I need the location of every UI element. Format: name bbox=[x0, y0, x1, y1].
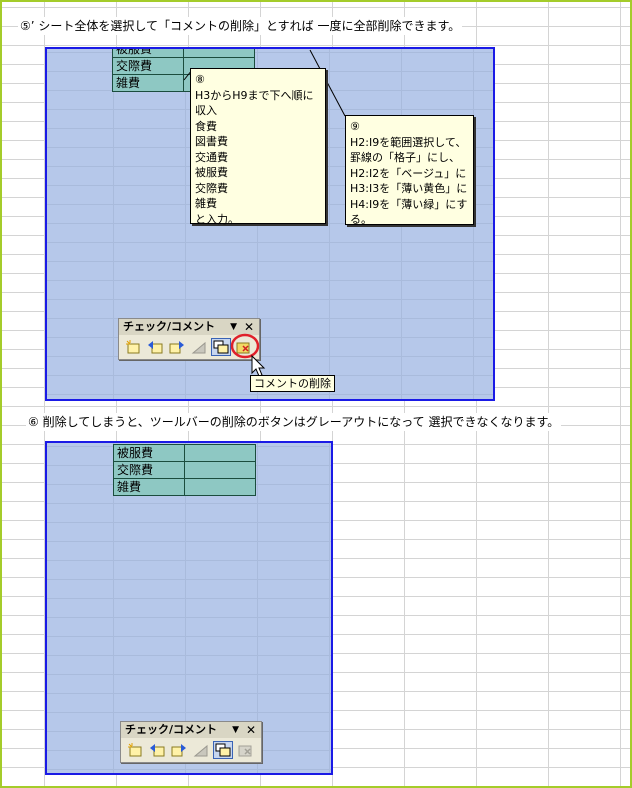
cell-label[interactable]: 交際費 bbox=[113, 461, 185, 479]
cell-label[interactable]: 雑費 bbox=[113, 478, 185, 496]
show-all-comments-icon bbox=[213, 340, 229, 354]
toolbar-title: チェック/コメント bbox=[123, 320, 216, 333]
delete-comment-icon bbox=[238, 745, 252, 757]
comment-line: 交際費 bbox=[195, 181, 228, 195]
comment-line: る。 bbox=[350, 213, 372, 226]
cell-label[interactable]: 被服費 bbox=[112, 49, 184, 58]
comment-box-a[interactable]: ⑧ H3からH9まで下へ順に 収入 食費 図書費 交通費 被服費 交際費 雑費 … bbox=[190, 68, 326, 226]
show-all-comments-button[interactable] bbox=[211, 338, 231, 356]
step6-comment-toolbar[interactable]: チェック/コメント ▼ ✕ bbox=[120, 721, 262, 763]
comment-line: ⑨ bbox=[350, 120, 360, 133]
toolbar-buttons bbox=[119, 335, 259, 359]
delete-comment-tooltip: コメントの削除 bbox=[250, 375, 335, 392]
table-row: 被服費 bbox=[112, 49, 255, 58]
table-row: 雑費 bbox=[113, 478, 256, 496]
toolbar-titlebar[interactable]: チェック/コメント ▼ ✕ bbox=[121, 722, 261, 738]
show-hide-comment-button bbox=[191, 741, 211, 759]
show-all-comments-icon bbox=[215, 743, 231, 757]
cell-label[interactable]: 被服費 bbox=[113, 444, 185, 462]
comment-line: H2:I9を範囲選択して、 bbox=[350, 135, 467, 149]
delete-comment-button-disabled bbox=[235, 741, 255, 759]
table-row: 交際費 bbox=[113, 461, 256, 479]
previous-comment-button[interactable] bbox=[145, 338, 165, 356]
previous-comment-button[interactable] bbox=[147, 741, 167, 759]
cell-value[interactable] bbox=[183, 49, 255, 58]
comment-line: H3からH9まで下へ順に bbox=[195, 88, 314, 102]
toolbar-title: チェック/コメント bbox=[125, 723, 218, 736]
delete-comment-button[interactable] bbox=[233, 338, 253, 356]
next-comment-button[interactable] bbox=[169, 741, 189, 759]
cell-value[interactable] bbox=[184, 461, 256, 479]
step6-selected-sheet[interactable]: 被服費 交際費 雑費 bbox=[45, 441, 333, 775]
toolbar-buttons bbox=[121, 738, 261, 762]
delete-comment-icon bbox=[236, 342, 250, 354]
cell-value[interactable] bbox=[184, 444, 256, 462]
previous-comment-icon bbox=[150, 744, 165, 757]
comment-line: ⑧ bbox=[195, 73, 205, 86]
comment-line: 被服費 bbox=[195, 166, 228, 179]
next-comment-icon bbox=[169, 341, 184, 354]
comment-line: 雑費 bbox=[195, 197, 217, 210]
comment-line: 罫線の「格子」にし、 bbox=[350, 151, 460, 164]
new-comment-icon bbox=[126, 340, 140, 354]
show-hide-comment-icon bbox=[191, 341, 206, 354]
chevron-down-icon[interactable]: ▼ bbox=[230, 322, 237, 332]
show-hide-comment-icon bbox=[193, 744, 208, 757]
comment-line: 収入 bbox=[195, 104, 217, 117]
next-comment-button[interactable] bbox=[167, 338, 187, 356]
chevron-down-icon[interactable]: ▼ bbox=[232, 725, 239, 735]
show-all-comments-button[interactable] bbox=[213, 741, 233, 759]
comment-line: H3:I3を「薄い黄色」に bbox=[350, 182, 468, 195]
cell-label[interactable]: 雑費 bbox=[112, 74, 184, 92]
step5-comment-toolbar[interactable]: チェック/コメント ▼ ✕ bbox=[118, 318, 260, 360]
toolbar-titlebar[interactable]: チェック/コメント ▼ ✕ bbox=[119, 319, 259, 335]
comment-line: と入力。 bbox=[195, 212, 239, 226]
close-icon[interactable]: ✕ bbox=[245, 723, 256, 737]
comment-line: H4:I9を「薄い緑」にす bbox=[350, 197, 468, 211]
new-comment-button[interactable] bbox=[125, 741, 145, 759]
show-hide-comment-button bbox=[189, 338, 209, 356]
close-icon[interactable]: ✕ bbox=[243, 320, 254, 334]
step6-cell-table: 被服費 交際費 雑費 bbox=[113, 444, 256, 496]
step5-caption: ⑤’ シート全体を選択して「コメントの削除」とすれば 一度に全部削除できます。 bbox=[18, 17, 463, 35]
step6-caption: ⑥ 削除してしまうと、ツールバーの削除のボタンはグレーアウトになって 選択できな… bbox=[26, 413, 562, 431]
comment-box-b[interactable]: ⑨ H2:I9を範囲選択して、 罫線の「格子」にし、 H2:I2を「ベージュ」に… bbox=[345, 115, 474, 226]
comment-line: 食費 bbox=[195, 119, 217, 133]
comment-line: 交通費 bbox=[195, 150, 228, 164]
table-row: 被服費 bbox=[113, 444, 256, 462]
new-comment-icon bbox=[128, 743, 142, 757]
new-comment-button[interactable] bbox=[123, 338, 143, 356]
comment-line: H2:I2を「ベージュ」に bbox=[350, 166, 467, 180]
cell-value[interactable] bbox=[184, 478, 256, 496]
comment-line: 図書費 bbox=[195, 135, 228, 148]
cell-label[interactable]: 交際費 bbox=[112, 57, 184, 75]
previous-comment-icon bbox=[148, 341, 163, 354]
next-comment-icon bbox=[171, 744, 186, 757]
